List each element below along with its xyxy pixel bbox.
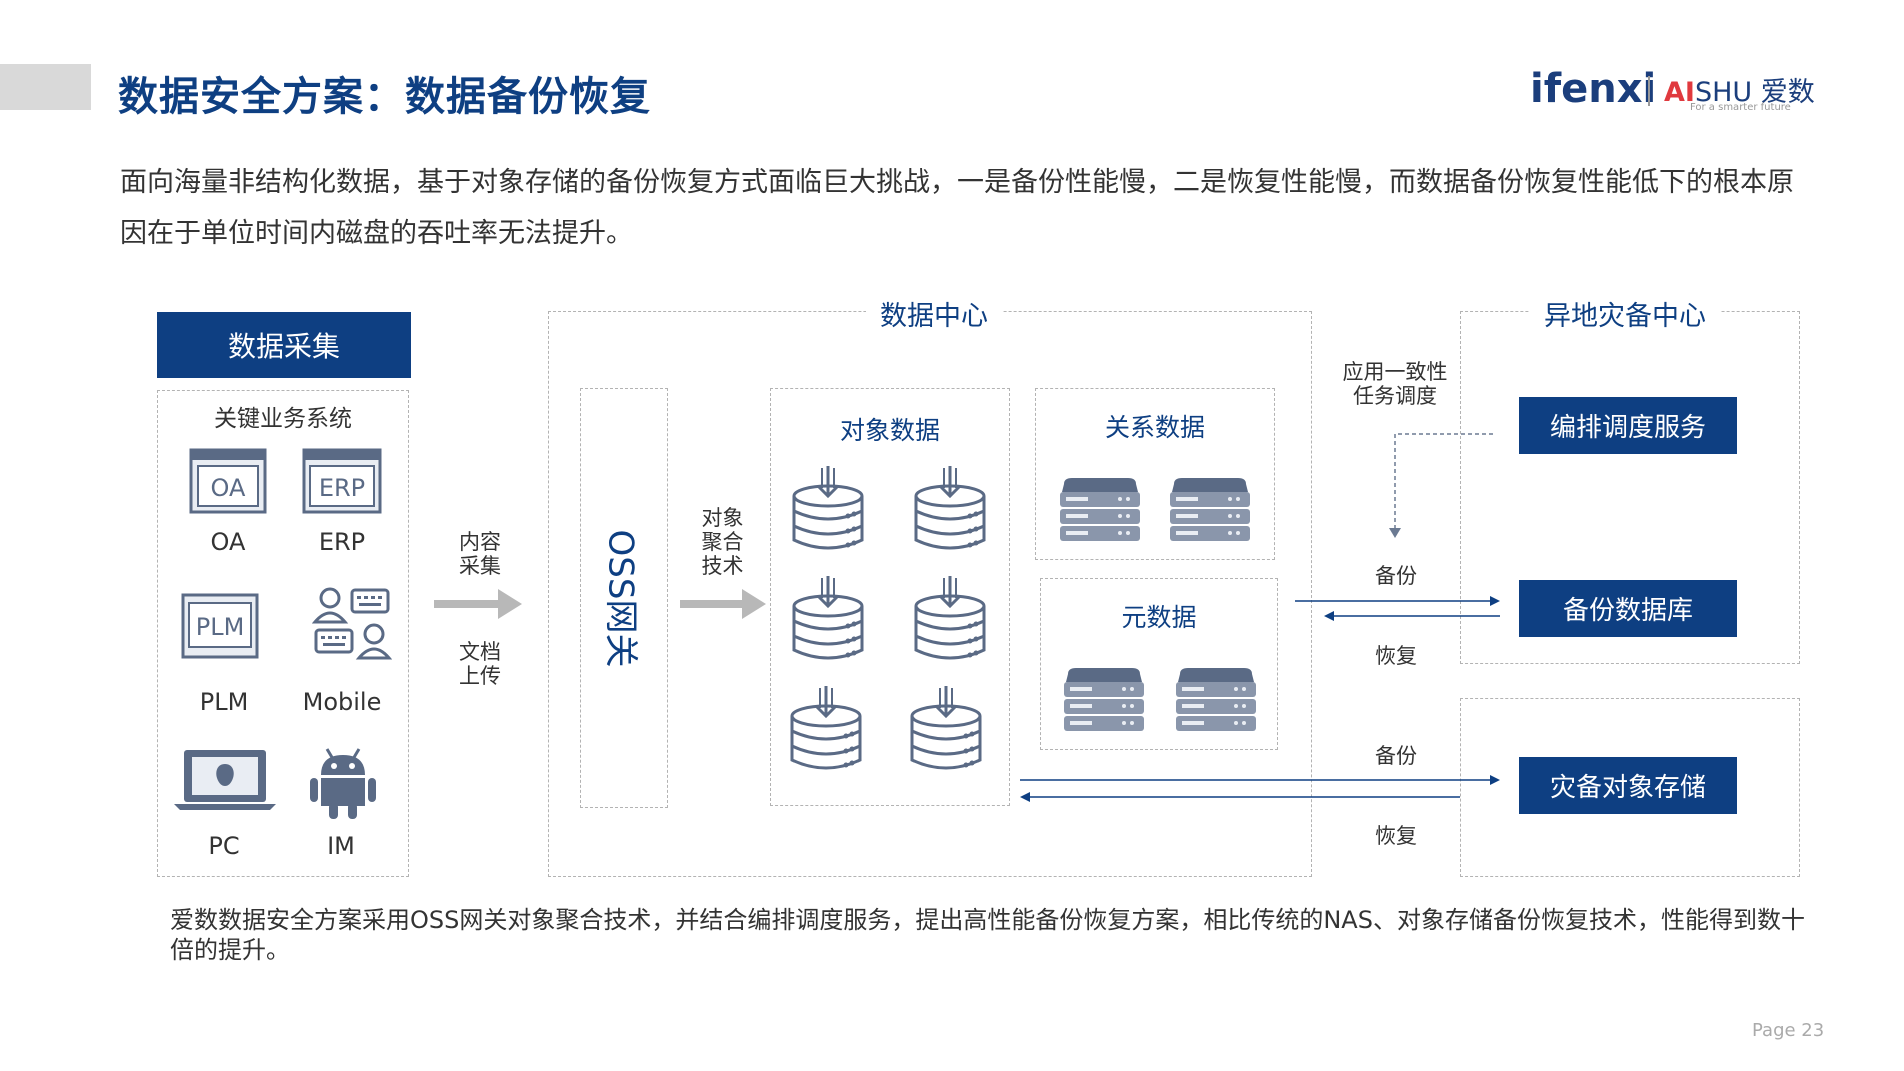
summary-paragraph: 爱数数据安全方案采用OSS网关对象聚合技术，并结合编排调度服务，提出高性能备份恢… [170,906,1805,964]
ifenxi-logo: ifenxi [1530,66,1657,112]
object-data-title: 对象数据 [839,416,940,445]
object-data-box [770,388,1010,806]
aishu-logo: AISHU 爱数 [1664,77,1815,108]
schedule-arrowhead [1389,528,1401,538]
restore-arrowhead-1 [1324,611,1334,621]
metadata-title: 元数据 [1121,603,1197,632]
laptop-icon [174,750,276,810]
arrow1-top-label: 内容 采集 [459,530,501,578]
page-title: 数据安全方案：数据备份恢复 [118,74,651,120]
backup-arrowhead-1 [1490,596,1500,606]
mobile-label: Mobile [302,688,382,716]
datacenter-title: 数据中心 [866,294,1002,333]
schedule-dashed-line [1394,433,1493,530]
remote-center-title: 异地灾备中心 [1530,294,1720,333]
collect-arrow [434,589,522,619]
oa-icon-text: OA [211,474,246,502]
oa-label: OA [210,528,246,556]
restore-arrowhead-2 [1020,792,1030,802]
oa-window-icon: OA [189,448,267,514]
title-accent-bar [0,64,91,110]
arrow1-bottom-label: 文档 上传 [459,640,501,688]
schedule-label: 应用一致性 任务调度 [1342,360,1448,408]
plm-monitor-icon: PLM [181,593,259,659]
im-label: IM [327,832,355,860]
oss-gateway-box [580,388,668,808]
backup-label-1: 备份 [1375,564,1417,588]
backup-arrowhead-2 [1490,775,1500,785]
orchestration-service-box: 编排调度服务 [1519,397,1737,454]
backup-database-box: 备份数据库 [1519,580,1737,637]
aggregation-arrow [680,589,766,619]
dr-object-storage-box: 灾备对象存储 [1519,757,1737,814]
pc-label: PC [208,832,240,860]
erp-icon-text: ERP [319,474,365,502]
erp-window-icon: ERP [302,448,382,514]
collection-header: 数据采集 [157,312,411,378]
metadata-box [1040,578,1278,750]
dr-storage-panel [1460,698,1800,877]
erp-label: ERP [318,528,366,556]
restore-label-1: 恢复 [1375,644,1417,668]
backup-label-2: 备份 [1375,744,1417,768]
intro-paragraph: 面向海量非结构化数据，基于对象存储的备份恢复方式面临巨大挑战，一是备份性能慢，二… [120,167,1794,249]
collection-panel [157,390,409,877]
relation-data-title: 关系数据 [1104,413,1205,442]
relation-data-box [1035,388,1275,560]
plm-icon-text: PLM [196,613,245,641]
plm-label: PLM [199,688,249,716]
logo-separator [1648,76,1650,106]
android-icon [310,748,376,819]
collection-subtitle: 关键业务系统 [214,406,352,432]
page-number: Page 23 [1752,1020,1825,1041]
mobile-users-icon [312,587,392,660]
restore-label-2: 恢复 [1375,824,1417,848]
aishu-logo-tagline: For a smarter future [1690,102,1791,113]
aggregation-tech-label: 对象 聚合 技术 [701,506,744,578]
